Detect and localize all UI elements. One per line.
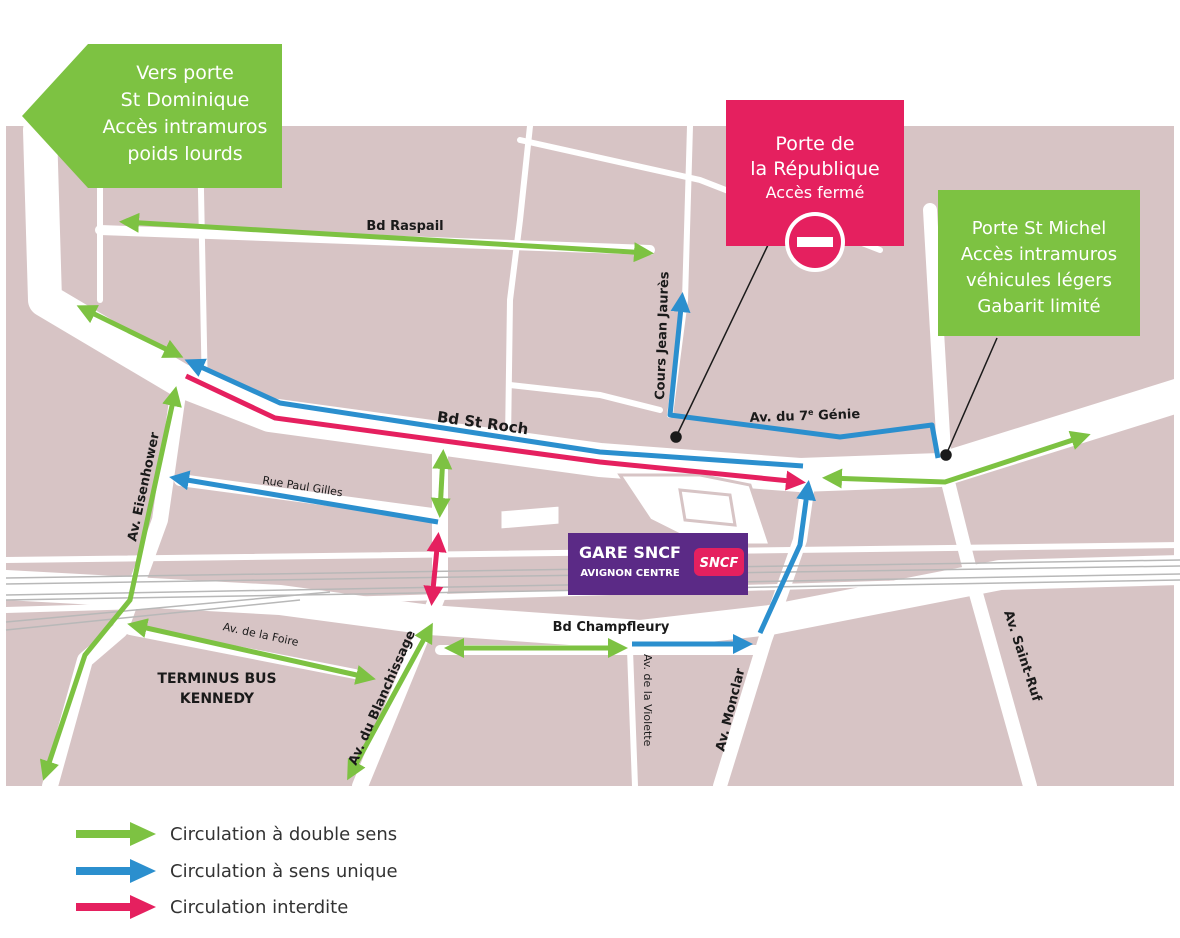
label-bd-raspail: Bd Raspail: [366, 219, 443, 234]
arrow-av-monclar: [757, 480, 817, 635]
legend-item-one-way: Circulation à sens unique: [76, 857, 398, 885]
arrow-nw-link: [76, 305, 184, 358]
callout-st-dominique-line: poids lourds: [127, 143, 243, 165]
arrow-porte-st-michel: [822, 430, 1091, 489]
sncf-logo-box: [694, 548, 744, 576]
callout-st-michel-line: Gabarit limité: [977, 296, 1101, 317]
legend-item-forbidden: Circulation interdite: [76, 893, 348, 921]
callout-st-dominique[interactable]: Vers porte St Dominique Accès intramuros…: [88, 44, 282, 188]
label-cours-jean-jaures: Cours Jean Jaurès: [653, 271, 672, 400]
callout-porte-republique[interactable]: Porte de la République Accès fermé: [726, 100, 904, 272]
callout-st-dominique-pointer: [22, 44, 88, 188]
label-av-7e-genie: Av. du 7e Génie: [749, 406, 860, 426]
callout-st-michel-line: Accès intramuros: [960, 244, 1118, 265]
legend-arrow-green-icon: [76, 822, 156, 846]
legend-label: Circulation à double sens: [170, 823, 398, 845]
label-bd-champfleury: Bd Champfleury: [553, 620, 670, 635]
callout-st-michel-line: Porte St Michel: [971, 218, 1107, 239]
arrow-bd-st-roch-blue: [184, 358, 804, 469]
label-av-de-la-violette: Av. de la Violette: [641, 654, 654, 747]
arrow-av-du-blanchissage: [347, 622, 433, 781]
arrow-av-7e-genie: [667, 292, 941, 459]
arrow-station-forbidden: [423, 532, 447, 606]
callout-republique-line: la République: [750, 158, 880, 180]
callout-leaders: [670, 244, 998, 461]
callout-porte-st-michel[interactable]: Porte St Michel Accès intramuros véhicul…: [938, 190, 1140, 336]
legend-arrow-blue-icon: [76, 859, 156, 883]
callout-republique-line: Accès fermé: [765, 183, 865, 202]
station-title: GARE SNCF: [579, 543, 681, 562]
arrow-av-de-la-foire: [127, 618, 376, 685]
station-buildings: [498, 473, 773, 547]
legend-arrow-magenta-icon: [76, 895, 156, 919]
one-way-arrows: [169, 292, 941, 654]
callout-republique-line: Porte de: [775, 133, 855, 155]
arrow-bd-champfleury-north: [430, 449, 453, 518]
legend-label: Circulation à sens unique: [170, 860, 398, 882]
arrow-av-eisenhower: [39, 386, 182, 781]
arrow-bd-st-roch-forbidden: [184, 373, 806, 491]
callout-st-dominique-line: St Dominique: [120, 89, 250, 111]
two-way-arrows: [39, 212, 1091, 781]
station-subtitle: AVIGNON CENTRE: [580, 568, 680, 579]
callout-st-dominique-line: Accès intramuros: [102, 116, 268, 138]
legend-label: Circulation interdite: [170, 896, 349, 918]
callout-st-michel-line: véhicules légers: [966, 270, 1112, 291]
sncf-logo: SNCF: [700, 556, 739, 571]
legend-item-two-way: Circulation à double sens: [76, 820, 397, 848]
forbidden-arrows: [184, 373, 806, 606]
label-terminus-1: TERMINUS BUS: [157, 671, 276, 687]
arrow-rue-paul-gilles: [169, 470, 439, 525]
label-terminus-2: KENNEDY: [180, 691, 255, 707]
callout-st-dominique-line: Vers porte: [136, 62, 234, 84]
arrow-bd-raspail: [119, 212, 654, 263]
no-entry-icon: [785, 212, 845, 272]
